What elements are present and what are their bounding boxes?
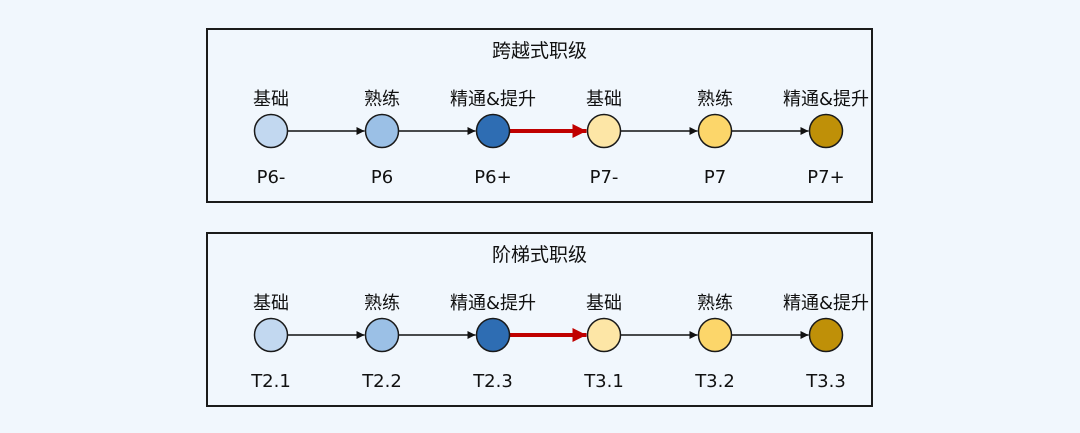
level-label: P7- [589,167,619,188]
level-flow [253,113,844,149]
stage-label: 熟练 [364,293,400,314]
stage-node [253,317,289,353]
level-label: P7+ [807,167,845,188]
panel-step-levels: 阶梯式职级 基础 T2.1 熟练 T2.2 精通&提升 T2.3 基础 T3.1 熟练 T3.2 精… [206,232,873,407]
stage-node [364,113,400,149]
level-label: T3.1 [584,371,624,392]
stage-label: 基础 [253,293,289,314]
stage-node [586,113,622,149]
stage-node [697,317,733,353]
level-label: T2.3 [473,371,513,392]
stage-node [475,113,511,149]
stage-node [808,317,844,353]
stage-node [475,317,511,353]
stage-label: 基础 [253,89,289,110]
level-label: T3.3 [806,371,846,392]
level-label: P6 [370,167,394,188]
panel-title: 跨越式职级 [491,40,587,62]
stage-label: 基础 [586,89,622,110]
stage-node [808,113,844,149]
panel-title: 阶梯式职级 [491,244,587,266]
level-label: P6- [256,167,286,188]
stage-label: 熟练 [364,89,400,110]
stage-node [364,317,400,353]
stage-label: 精通&提升 [449,293,537,314]
level-label: T2.1 [251,371,291,392]
stage-node [697,113,733,149]
level-flow [253,317,844,353]
stage-label: 熟练 [697,89,733,110]
stage-node [253,113,289,149]
level-label: T3.2 [695,371,735,392]
stage-node [586,317,622,353]
stage-label: 精通&提升 [782,293,870,314]
panel-leapfrog-levels: 跨越式职级 基础 P6- 熟练 P6 精通&提升 P6+ 基础 P7- 熟练 P7 精通&提升 P7+ [206,28,873,203]
stage-label: 熟练 [697,293,733,314]
stage-label: 精通&提升 [449,89,537,110]
level-label: T2.2 [362,371,402,392]
level-label: P7 [703,167,727,188]
stage-label: 基础 [586,293,622,314]
stage-label: 精通&提升 [782,89,870,110]
level-label: P6+ [474,167,512,188]
